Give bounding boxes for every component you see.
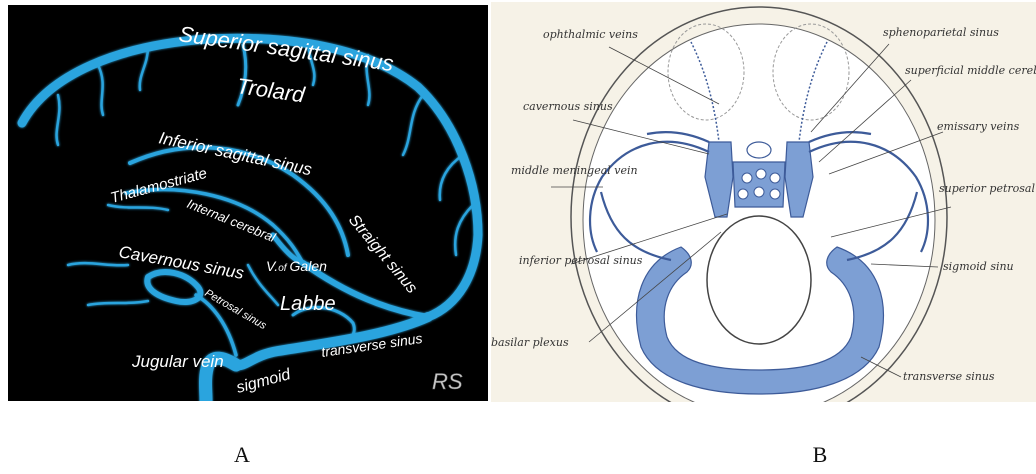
label-sigmoid-sinus: sigmoid sinu [943,260,1014,273]
label-inferior-petrosal-sinus: inferior petrosal sinus [519,254,643,267]
label-internal-cerebral: Internal cerebral [185,196,279,246]
caption-b: B [800,442,840,468]
panel-b-illustration: ophthalmic veins sphenoparietal sinus su… [491,2,1036,402]
panel-a-illustration: Superior sagittal sinus Trolard Inferior… [8,5,488,401]
cavernous-sinus-vessel [147,272,200,302]
label-superficial-middle-cerebral-vein: superficial middle cerebral vein [905,64,1036,77]
label-cavernous-sinus-b: cavernous sinus [523,100,613,113]
signature-logo: RS [432,369,463,394]
basilar-plexus-b [733,162,785,207]
label-jugular-vein: Jugular vein [131,352,224,371]
label-trolard: Trolard [235,73,307,107]
skull-outline-inner [583,24,935,402]
label-basilar-plexus: basilar plexus [491,336,569,349]
caption-a: A [222,442,262,468]
label-labbe: Labbe [280,293,336,315]
label-middle-meningeal-vein: middle meningeal vein [511,164,638,177]
pituitary [747,142,771,158]
label-emissary-veins: emissary veins [937,120,1020,133]
label-sphenoparietal-sinus: sphenoparietal sinus [883,26,999,39]
label-superior-petrosal-sinus: superior petrosal sinus [939,182,1036,195]
panel-b-axial-sinus-diagram: ophthalmic veins sphenoparietal sinus su… [491,2,1036,402]
label-transverse-sinus-b: transverse sinus [903,370,995,383]
foramen-magnum [707,216,811,344]
label-straight-sinus: Straight sinus [345,212,420,297]
label-superior-sagittal-sinus: Superior sagittal sinus [177,21,395,76]
label-ophthalmic-veins: ophthalmic veins [543,28,638,41]
panel-a-sagittal-venous-diagram: Superior sagittal sinus Trolard Inferior… [8,5,488,401]
label-sigmoid: sigmoid [235,366,294,397]
